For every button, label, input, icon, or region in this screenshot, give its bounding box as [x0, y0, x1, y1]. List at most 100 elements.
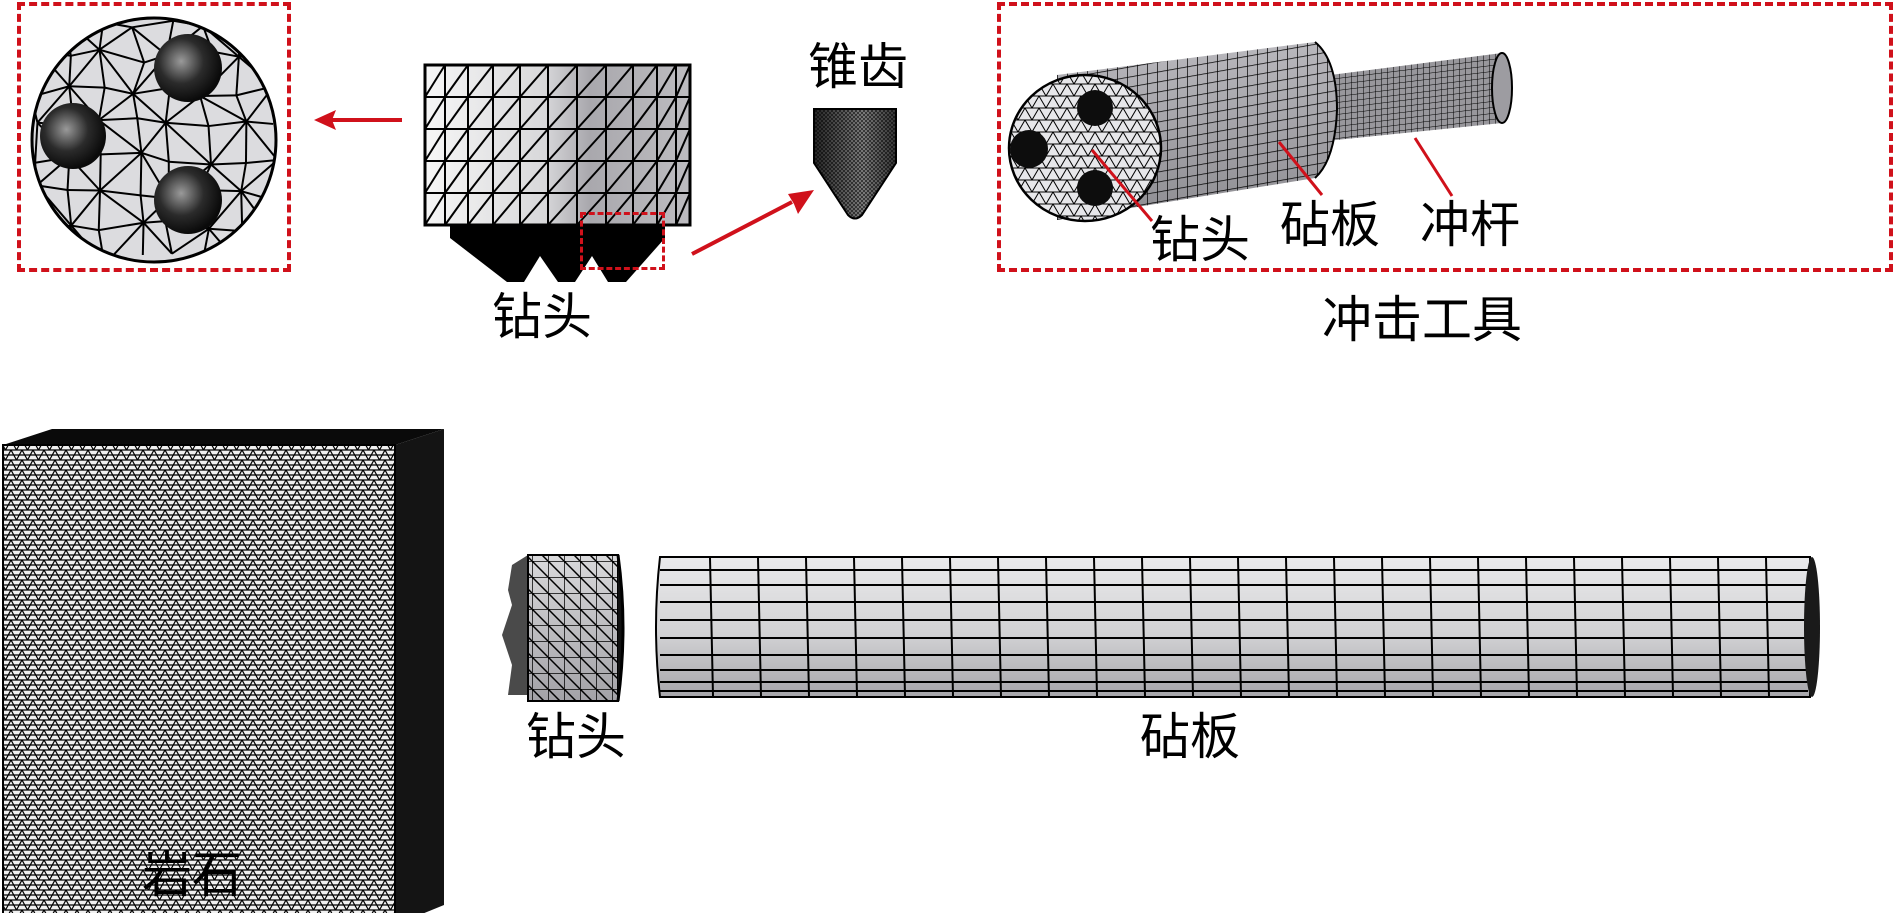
- mesh-edge: [233, 229, 271, 259]
- mesh-edge: [444, 64, 469, 98]
- mesh-edge: [1189, 557, 1194, 697]
- mesh-edge: [444, 192, 469, 226]
- mesh-edge: [131, 26, 146, 63]
- mesh-edge: [1141, 557, 1146, 697]
- mesh-edge: [519, 64, 549, 98]
- cone-tooth: [813, 108, 897, 220]
- mesh-edge: [1717, 557, 1722, 697]
- anvil-label-bottom: 砧板: [1140, 708, 1240, 766]
- tooth-selection-frame: [580, 212, 665, 270]
- mesh-edge: [492, 96, 521, 130]
- mesh-edge: [34, 22, 40, 52]
- mesh-edge: [467, 128, 494, 162]
- mesh-edge: [104, 86, 134, 95]
- mesh-edge: [165, 121, 209, 128]
- mesh-edge: [605, 160, 634, 194]
- bottom-drill-bit: [502, 554, 625, 702]
- mesh-edge: [757, 557, 762, 697]
- mesh-edge: [547, 128, 578, 162]
- mesh-edge: [99, 154, 102, 191]
- mesh-edge: [605, 128, 634, 162]
- mesh-edge: [1477, 557, 1482, 697]
- mesh-edge: [492, 160, 521, 194]
- mesh-edge: [141, 151, 170, 163]
- mesh-edge: [656, 128, 677, 162]
- mesh-edge: [675, 160, 691, 194]
- mesh-edge: [1237, 557, 1242, 697]
- mesh-edge: [853, 557, 858, 697]
- mesh-edge: [210, 163, 242, 192]
- mesh-edge: [467, 64, 494, 98]
- mesh-edge: [139, 195, 145, 223]
- mesh-edge: [208, 190, 242, 230]
- mesh-edge: [99, 152, 143, 192]
- mesh-edge: [98, 49, 134, 95]
- mesh-edge: [99, 48, 145, 64]
- callout-line-drill-bit: [1090, 149, 1154, 222]
- mesh-edge: [605, 64, 634, 98]
- mesh-edge: [444, 128, 469, 162]
- mesh-edge: [66, 189, 73, 226]
- mesh-edge: [69, 85, 105, 89]
- impact-tool-frame: [997, 2, 1893, 272]
- mesh-edge: [605, 192, 634, 226]
- mesh-edge: [1381, 557, 1386, 697]
- rock-block: [2, 429, 444, 913]
- mesh-edge: [34, 122, 39, 163]
- mesh-edge: [132, 93, 139, 119]
- anvil-end-face: [1804, 557, 1820, 697]
- mesh-edge: [547, 96, 578, 130]
- mesh-edge: [34, 185, 38, 232]
- mesh-edge: [64, 18, 104, 24]
- mesh-edge: [140, 122, 167, 154]
- mesh-edge: [139, 152, 143, 196]
- mesh-edge: [240, 159, 276, 192]
- mesh-edge: [235, 95, 248, 122]
- mesh-edge: [37, 18, 66, 52]
- mesh-edge: [632, 96, 658, 130]
- mesh-edge: [207, 125, 213, 165]
- mesh-edge: [547, 160, 578, 194]
- callout-punch-rod: 冲杆: [1420, 196, 1520, 254]
- bottom-bit-teeth: [502, 555, 528, 695]
- mesh-edge: [519, 128, 549, 162]
- mesh-edge: [99, 189, 141, 197]
- mesh-edge: [132, 62, 146, 95]
- bottom-anvil: [655, 556, 1820, 698]
- tool-drill-bit-face: [1007, 73, 1163, 223]
- mesh-edge: [467, 96, 494, 130]
- bit-body-mesh: [424, 64, 691, 226]
- tooth-face-2: [40, 103, 106, 169]
- mesh-edge: [237, 18, 244, 57]
- callout-line-punch-rod: [1413, 137, 1454, 197]
- mesh-edge: [100, 151, 142, 156]
- drill-bit-side-view: [423, 63, 692, 282]
- mesh-edge: [632, 192, 658, 226]
- drill-bit-label-bottom: 钻头: [526, 708, 626, 766]
- mesh-edge: [36, 85, 70, 124]
- mesh-edge: [997, 557, 1002, 697]
- mesh-edge: [656, 64, 677, 98]
- mesh-edge: [32, 231, 37, 254]
- mesh-edge: [901, 557, 906, 697]
- mesh-edge: [137, 117, 166, 124]
- mesh-edge: [805, 557, 810, 697]
- mesh-edge: [424, 128, 446, 162]
- mesh-edge: [246, 120, 274, 125]
- mesh-edge: [444, 160, 469, 194]
- mesh-edge: [245, 120, 276, 161]
- mesh-edge: [141, 222, 145, 256]
- mesh-edge: [235, 56, 240, 96]
- rock-front-face: [2, 444, 396, 913]
- mesh-edge: [492, 128, 521, 162]
- mesh-edge: [547, 64, 578, 98]
- mesh-edge: [675, 96, 691, 130]
- mesh-edge: [36, 184, 68, 191]
- mesh-edge: [245, 158, 276, 165]
- mesh-edge: [98, 117, 138, 122]
- anvil-mesh: [660, 557, 1808, 697]
- mesh-edge: [1093, 557, 1098, 697]
- tooth-face-3: [154, 166, 222, 234]
- rock-side-face: [395, 429, 444, 913]
- mesh-edge: [171, 227, 210, 255]
